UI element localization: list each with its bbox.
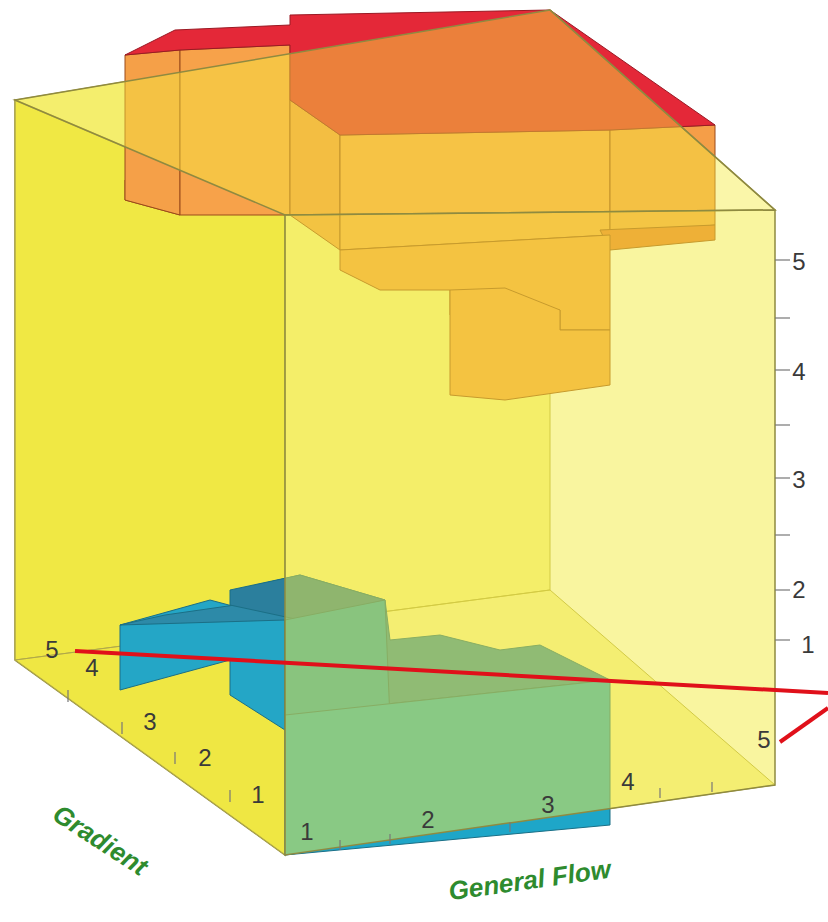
red-marker-line <box>780 708 828 742</box>
gradient-tick-label: 4 <box>85 656 98 680</box>
flow-tick-label: 5 <box>757 728 770 752</box>
gradient-tick-label: 3 <box>143 710 156 734</box>
depth-tick-label: 1 <box>801 633 814 657</box>
depth-tick-label: 3 <box>792 468 805 492</box>
gradient-tick-label: 1 <box>251 783 264 807</box>
axis-title: Gradient <box>48 800 152 880</box>
flow-tick-label: 1 <box>300 820 313 844</box>
gradient-tick-label: 2 <box>198 746 211 770</box>
depth-tick-label: 4 <box>792 360 805 384</box>
red-marker-line <box>75 651 828 693</box>
cube-top-face <box>15 10 775 215</box>
flow-tick-label: 3 <box>541 793 554 817</box>
depth-tick-label: 2 <box>792 578 805 602</box>
axis-title: General Flow <box>447 856 612 904</box>
cube-front-face <box>285 210 775 855</box>
flow-tick-label: 2 <box>421 808 434 832</box>
axis-ticks <box>68 260 790 850</box>
cube-edge <box>550 10 775 210</box>
depth-tick-label: 5 <box>792 250 805 274</box>
flow-tick-label: 4 <box>621 770 634 794</box>
gradient-tick-label: 5 <box>45 638 58 662</box>
